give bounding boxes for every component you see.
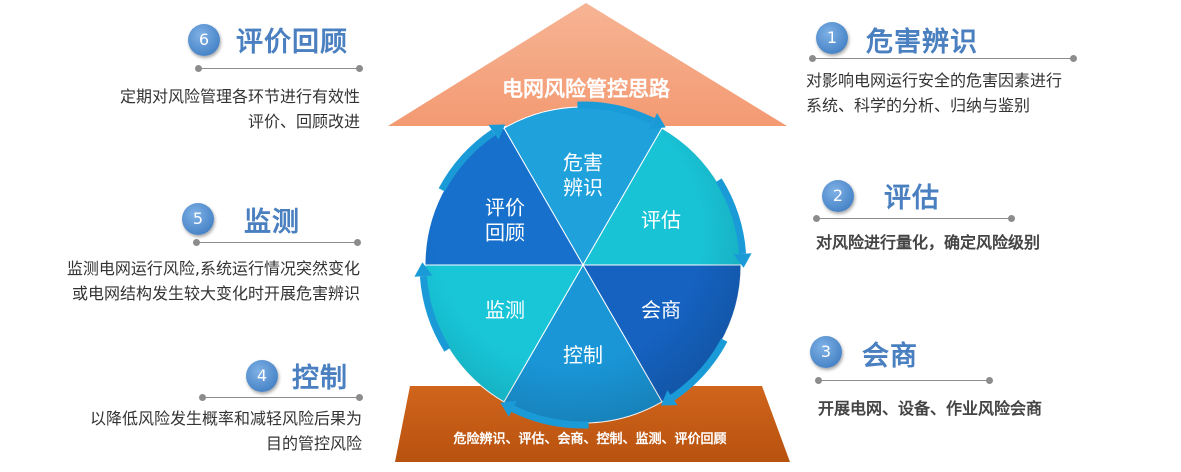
step-title-review: 评价回顾 — [236, 27, 348, 58]
cycle-arrow-head — [660, 390, 678, 406]
base-trapezoid — [395, 386, 790, 462]
step-description-line: 定期对风险管理各环节进行有效性 — [119, 87, 360, 106]
step-description-review: 定期对风险管理各环节进行有效性评价、回顾改进 — [120, 84, 360, 134]
sector-assessment-label: 评估 — [641, 208, 681, 232]
cycle-arrow-head — [733, 253, 752, 268]
sector-review-label: 回顾 — [485, 220, 525, 244]
divider-dot — [809, 55, 816, 62]
step-title-consultation: 会商 — [862, 341, 918, 372]
step-number-badge-control: 4 — [246, 360, 278, 392]
cycle-arrow-shaft — [438, 129, 496, 192]
step-title-control: 控制 — [292, 363, 348, 394]
sector-hazard-identification-label: 辨识 — [563, 175, 603, 199]
sector-review-label: 评价 — [485, 195, 525, 219]
divider-dot — [813, 215, 820, 222]
cycle-arrow-shaft — [715, 178, 747, 255]
divider-dot — [1008, 215, 1015, 222]
cycle-arrow-head — [500, 400, 517, 417]
step-title-assessment: 评估 — [884, 183, 940, 214]
step-description-line: 监测电网运行风险,系统运行情况突然变化 — [66, 259, 360, 278]
step-description-line: 目的管控风险 — [265, 434, 362, 453]
step-divider-hazard-identification — [809, 55, 1077, 62]
cycle-arrows — [414, 101, 752, 429]
step-description-line: 以降低风险发生概率和减轻风险后果为 — [89, 409, 362, 428]
step-number-badge-monitoring: 5 — [182, 203, 214, 235]
step-title-monitoring: 监测 — [244, 207, 300, 238]
roof-label: 电网风险管控思路 — [502, 77, 671, 101]
step-divider-consultation — [815, 377, 993, 384]
divider-dot — [815, 377, 822, 384]
step-description-line: 开展电网、设备、作业风险会商 — [818, 399, 1043, 418]
step-divider-control — [199, 394, 363, 401]
step-description-line: 系统、科学的分析、归纳与鉴别 — [806, 96, 1031, 115]
step-title-hazard-identification: 危害辨识 — [866, 27, 978, 58]
step-number-badge-review: 6 — [188, 24, 220, 56]
cycle-arrow-head — [649, 113, 666, 130]
step-divider-review — [195, 65, 363, 72]
step-number-badge-consultation: 3 — [810, 336, 842, 368]
wheel-shade — [425, 107, 741, 423]
step-description-consultation: 开展电网、设备、作业风险会商 — [818, 396, 1042, 421]
divider-dot — [193, 239, 200, 246]
step-description-line: 评价、回顾改进 — [247, 112, 360, 131]
cycle-arrow-shaft — [419, 275, 451, 352]
base-label: 危险辨识、评估、会商、控制、监测、评价回顾 — [453, 431, 726, 447]
divider-dot — [986, 377, 993, 384]
roof-triangle — [388, 3, 787, 126]
cycle-arrow-shaft — [577, 101, 655, 125]
step-description-hazard-identification: 对影响电网运行安全的危害因素进行系统、科学的分析、归纳与鉴别 — [806, 68, 1062, 118]
step-description-line: 对影响电网运行安全的危害因素进行 — [806, 71, 1063, 90]
sector-hazard-identification-label: 危害 — [563, 150, 603, 174]
cycle-arrow-shaft — [511, 405, 589, 429]
step-description-line: 对风险进行量化，确定风险级别 — [816, 233, 1041, 252]
step-description-assessment: 对风险进行量化，确定风险级别 — [816, 230, 1040, 255]
step-divider-monitoring — [193, 239, 361, 246]
sector-consultation-label: 会商 — [641, 298, 681, 322]
cycle-arrow-head — [488, 124, 506, 140]
step-number-badge-hazard-identification: 1 — [816, 22, 848, 54]
step-description-control: 以降低风险发生概率和减轻风险后果为目的管控风险 — [90, 406, 362, 456]
cycle-arrow-shaft — [670, 338, 728, 401]
divider-dot — [199, 394, 206, 401]
divider-dot — [356, 65, 363, 72]
step-number-badge-assessment: 2 — [822, 180, 854, 212]
step-divider-assessment — [813, 215, 1015, 222]
step-description-line: 或电网结构发生较大变化时开展危害辨识 — [71, 284, 360, 303]
cycle-arrow-head — [414, 262, 433, 277]
divider-dot — [354, 239, 361, 246]
sector-monitoring-label: 监测 — [485, 298, 525, 322]
divider-dot — [1070, 55, 1077, 62]
divider-dot — [195, 65, 202, 72]
step-description-monitoring: 监测电网运行风险,系统运行情况突然变化或电网结构发生较大变化时开展危害辨识 — [67, 256, 360, 306]
sector-control-label: 控制 — [563, 343, 603, 367]
divider-dot — [356, 394, 363, 401]
